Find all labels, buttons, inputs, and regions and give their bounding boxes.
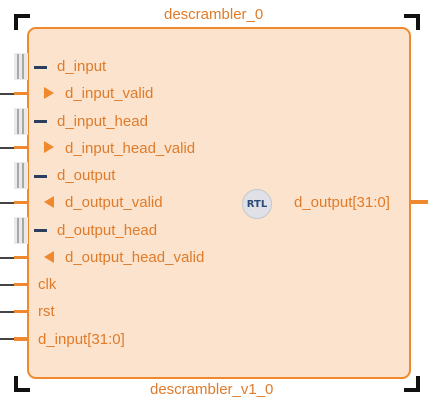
instance-name: descrambler_0 (164, 6, 264, 23)
port-label-d-output-head-valid: d_output_head_valid (65, 249, 205, 266)
interface-grip-d-input-head[interactable] (14, 108, 28, 135)
selection-corner-top-right (404, 14, 420, 30)
interface-grip-d-output-head[interactable] (14, 217, 28, 244)
port-label-d-output-bus: d_output[31:0] (294, 194, 390, 211)
wire-d-input-bus (0, 338, 14, 340)
stub-d-input-head-valid[interactable] (14, 146, 29, 149)
wire-d-output-valid (0, 202, 14, 204)
port-label-d-input-head-valid: d_input_head_valid (65, 140, 196, 157)
wire-rst (0, 311, 14, 313)
stub-d-output-head-valid[interactable] (14, 256, 29, 259)
interface-marker-icon (34, 66, 47, 69)
module-name: descrambler_v1_0 (150, 381, 274, 398)
interface-grip-d-input[interactable] (14, 53, 28, 80)
selection-corner-top-left (14, 14, 30, 30)
rtl-badge-icon: RTL (242, 189, 272, 219)
stub-clk[interactable] (14, 283, 29, 286)
port-label-clk: clk (38, 276, 57, 293)
port-label-d-output: d_output (57, 167, 116, 184)
wire-d-input-head-valid (0, 147, 14, 149)
port-label-rst: rst (38, 303, 55, 320)
port-label-d-input-valid: d_input_valid (65, 85, 154, 102)
wire-clk (0, 284, 14, 286)
interface-grip-d-output[interactable] (14, 162, 28, 189)
stub-d-output-valid[interactable] (14, 201, 29, 204)
interface-marker-icon (34, 120, 47, 123)
stub-d-input-valid[interactable] (14, 92, 29, 95)
selection-corner-bottom-left (14, 376, 30, 392)
input-arrow-icon (44, 141, 54, 153)
stub-d-output-bus[interactable] (410, 200, 428, 204)
stub-rst[interactable] (14, 310, 29, 313)
output-arrow-icon (44, 251, 54, 263)
input-arrow-icon (44, 87, 54, 99)
wire-d-input-valid (0, 93, 14, 95)
ip-block[interactable] (27, 27, 411, 379)
interface-marker-icon (34, 229, 47, 232)
port-label-d-input-head: d_input_head (57, 113, 148, 130)
stub-d-input-bus[interactable] (14, 337, 29, 341)
output-arrow-icon (44, 196, 54, 208)
wire-d-output-head-valid (0, 257, 14, 259)
port-label-d-input: d_input (57, 58, 107, 75)
port-label-d-output-head: d_output_head (57, 222, 158, 239)
port-label-d-input-bus: d_input[31:0] (38, 331, 125, 348)
port-label-d-output-valid: d_output_valid (65, 194, 163, 211)
selection-corner-bottom-right (404, 376, 420, 392)
interface-marker-icon (34, 175, 47, 178)
